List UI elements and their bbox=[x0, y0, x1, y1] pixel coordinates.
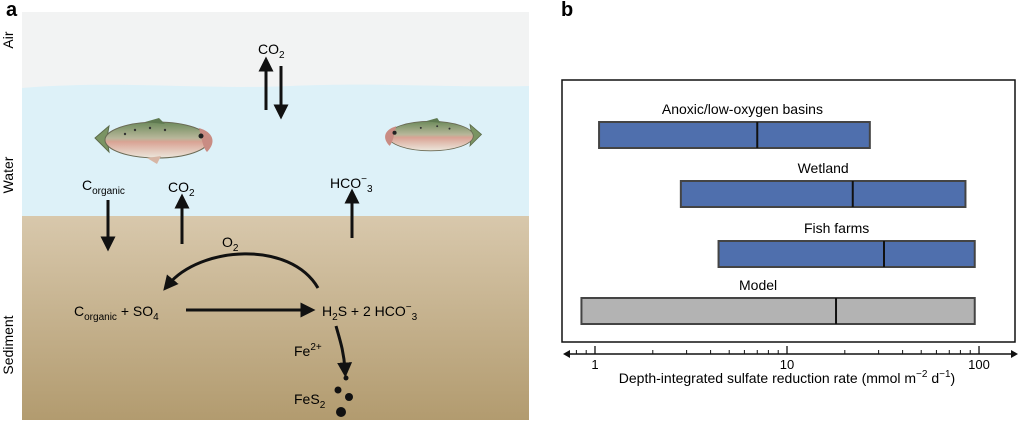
x-axis-arrow-left bbox=[563, 350, 570, 358]
precipitation-arrow bbox=[334, 325, 353, 378]
panel-a-svg: Air Water Sediment a CO2 Corganic CO2 HC… bbox=[0, 0, 529, 420]
o2-curved-arrow bbox=[163, 252, 320, 291]
c-organic-water-label: Corganic bbox=[82, 177, 125, 197]
pyrite-particle bbox=[336, 407, 346, 417]
panel-a-label: a bbox=[6, 0, 18, 21]
pyrite-particle bbox=[343, 375, 349, 381]
x-axis: 1 10 100 bbox=[563, 346, 1018, 372]
range-bar bbox=[679, 180, 967, 208]
range-bar bbox=[580, 297, 976, 325]
panel-b-svg: b 1 10 100 Anoxic/low-oxygen basinsWetland… bbox=[561, 0, 1018, 386]
x-tick-label: 10 bbox=[780, 357, 794, 372]
series-label: Fish farms bbox=[804, 220, 869, 236]
fes2-label: FeS2 bbox=[294, 391, 326, 411]
range-bar bbox=[717, 240, 976, 268]
co2-air-label: CO2 bbox=[258, 41, 285, 61]
x-axis-title: Depth-integrated sulfate reduction rate … bbox=[619, 369, 955, 386]
x-tick-label: 100 bbox=[968, 357, 990, 372]
air-zone bbox=[22, 12, 529, 92]
series-label: Wetland bbox=[798, 160, 849, 176]
x-tick-label: 1 bbox=[591, 357, 598, 372]
hco3-water-label: HCO−3 bbox=[330, 174, 373, 195]
panel-a-diagram: Air Water Sediment a CO2 Corganic CO2 HC… bbox=[0, 0, 529, 420]
reactant-equation: Corganic + SO4 bbox=[74, 303, 159, 323]
series-label: Anoxic/low-oxygen basins bbox=[662, 101, 823, 117]
zone-label-sediment: Sediment bbox=[0, 315, 16, 374]
salmon-fish-icon bbox=[385, 118, 483, 152]
panel-b-label: b bbox=[561, 0, 573, 21]
range-bar bbox=[598, 121, 871, 149]
product-equation: H2S + 2 HCO−3 bbox=[322, 302, 418, 323]
fe-ion-label: Fe2+ bbox=[294, 342, 322, 359]
water-zone bbox=[22, 84, 529, 219]
series-label: Model bbox=[739, 277, 777, 293]
chart-frame bbox=[561, 79, 1016, 343]
pyrite-particle bbox=[334, 386, 342, 394]
o2-label: O2 bbox=[222, 234, 239, 254]
salmon-fish-icon bbox=[94, 118, 213, 164]
co2-water-label: CO2 bbox=[168, 179, 195, 199]
pyrite-particle bbox=[345, 393, 353, 401]
x-axis-arrow-right bbox=[1011, 350, 1018, 358]
zone-label-water: Water bbox=[0, 156, 16, 193]
zone-label-air: Air bbox=[0, 31, 16, 48]
